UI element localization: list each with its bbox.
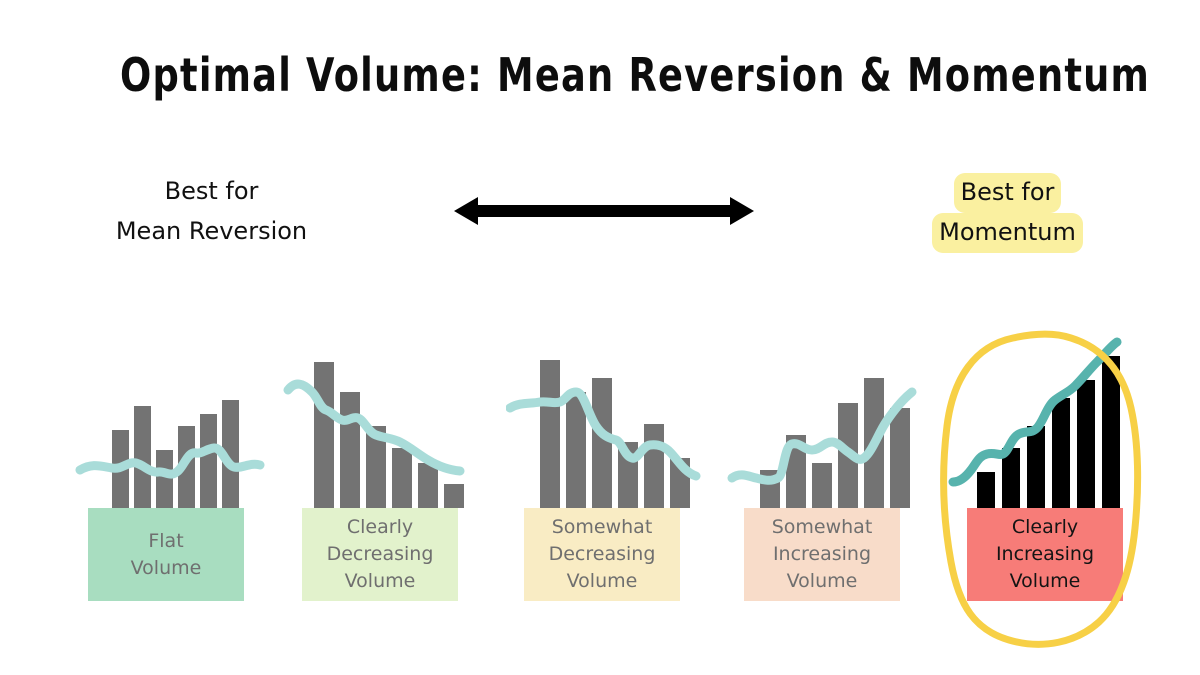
label-box-clearly-increasing-volume: Clearly Increasing Volume — [967, 508, 1123, 601]
label-box-somewhat-decreasing-volume: Somewhat Decreasing Volume — [524, 508, 680, 601]
label-box-flat-volume: Flat Volume — [88, 508, 244, 601]
box-line: Increasing — [995, 543, 1095, 565]
volume-panel-clearly-increasing: Clearly Increasing Volume — [945, 330, 1145, 615]
overlay-line — [283, 379, 465, 476]
box-line: Somewhat — [771, 516, 873, 538]
volume-panel-clearly-decreasing: Clearly Decreasing Volume — [282, 330, 482, 615]
box-line: Flat — [148, 529, 184, 552]
caption-right-line-1: Best for — [900, 173, 1115, 213]
caption-left-line-2: Mean Reversion — [115, 217, 308, 245]
box-line: Increasing — [772, 543, 872, 565]
box-line: Decreasing — [326, 543, 434, 565]
box-line: Volume — [344, 570, 416, 592]
caption-momentum: Best for Momentum — [900, 173, 1115, 253]
caption-left-line-1: Best for — [164, 177, 259, 205]
box-line: Volume — [130, 556, 202, 579]
caption-right-line-2: Momentum — [900, 213, 1115, 253]
chart-somewhat-increasing-volume — [726, 330, 926, 510]
overlay-line — [727, 387, 917, 485]
box-line: Clearly — [346, 516, 414, 538]
box-line: Decreasing — [548, 543, 656, 565]
box-line: Volume — [1009, 570, 1081, 592]
page-title: Optimal Volume: Mean Reversion & Momentu… — [120, 48, 1151, 102]
overlay-line — [506, 387, 701, 481]
volume-panel-flat: Flat Volume — [70, 330, 270, 615]
caption-mean-reversion: Best for Mean Reversion — [104, 172, 319, 252]
volume-panel-somewhat-increasing: Somewhat Increasing Volume — [726, 330, 926, 615]
bars — [977, 356, 1120, 508]
chart-flat-volume — [70, 330, 270, 510]
box-line: Volume — [786, 570, 858, 592]
bars — [540, 360, 690, 508]
overlay-line — [75, 443, 265, 479]
box-line: Volume — [566, 570, 638, 592]
chart-clearly-increasing-volume — [945, 330, 1145, 510]
box-line: Clearly — [1011, 516, 1079, 538]
label-box-somewhat-increasing-volume: Somewhat Increasing Volume — [744, 508, 900, 601]
chart-somewhat-decreasing-volume — [506, 330, 706, 510]
volume-panel-somewhat-decreasing: Somewhat Decreasing Volume — [506, 330, 706, 615]
box-line: Somewhat — [551, 516, 653, 538]
double-headed-arrow — [452, 190, 756, 236]
label-box-clearly-decreasing-volume: Clearly Decreasing Volume — [302, 508, 458, 601]
chart-clearly-decreasing-volume — [282, 330, 482, 510]
